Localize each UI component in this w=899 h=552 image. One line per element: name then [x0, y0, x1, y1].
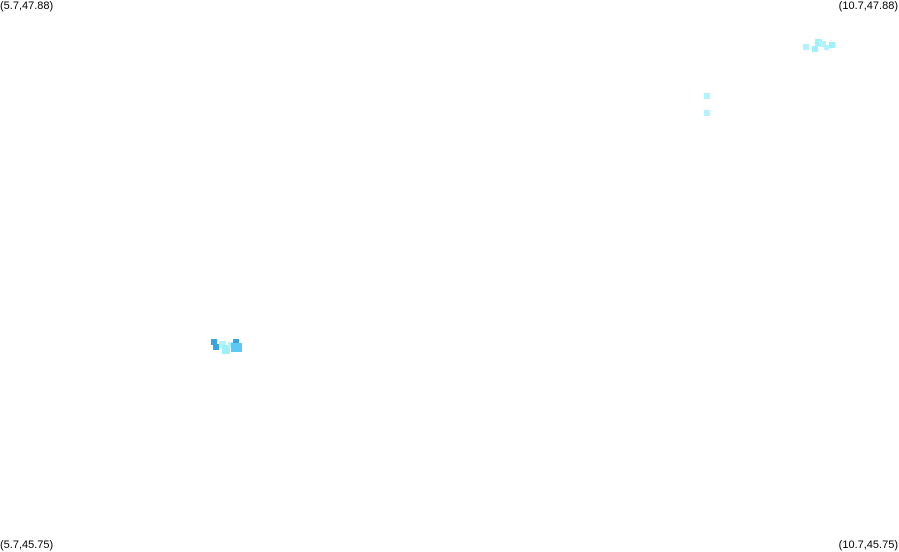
data-cell [704, 110, 710, 116]
data-cell [228, 342, 233, 348]
data-cell [824, 45, 829, 50]
data-cell [803, 44, 809, 50]
data-cell [829, 42, 835, 48]
data-cell [211, 339, 217, 345]
corner-label-top-right: (10.7,47.88) [838, 0, 898, 12]
data-cell [704, 93, 710, 99]
data-cell [233, 339, 239, 344]
data-cell [812, 46, 818, 52]
corner-label-bottom-left: (5.7,45.75) [0, 539, 54, 551]
data-cell [815, 39, 822, 46]
data-cell [219, 341, 226, 348]
data-cell [231, 343, 242, 352]
data-cell [213, 344, 219, 350]
data-cell [819, 41, 826, 47]
corner-label-top-left: (5.7,47.88) [0, 0, 54, 12]
data-cell [222, 345, 230, 354]
corner-label-bottom-right: (10.7,45.75) [838, 539, 898, 551]
